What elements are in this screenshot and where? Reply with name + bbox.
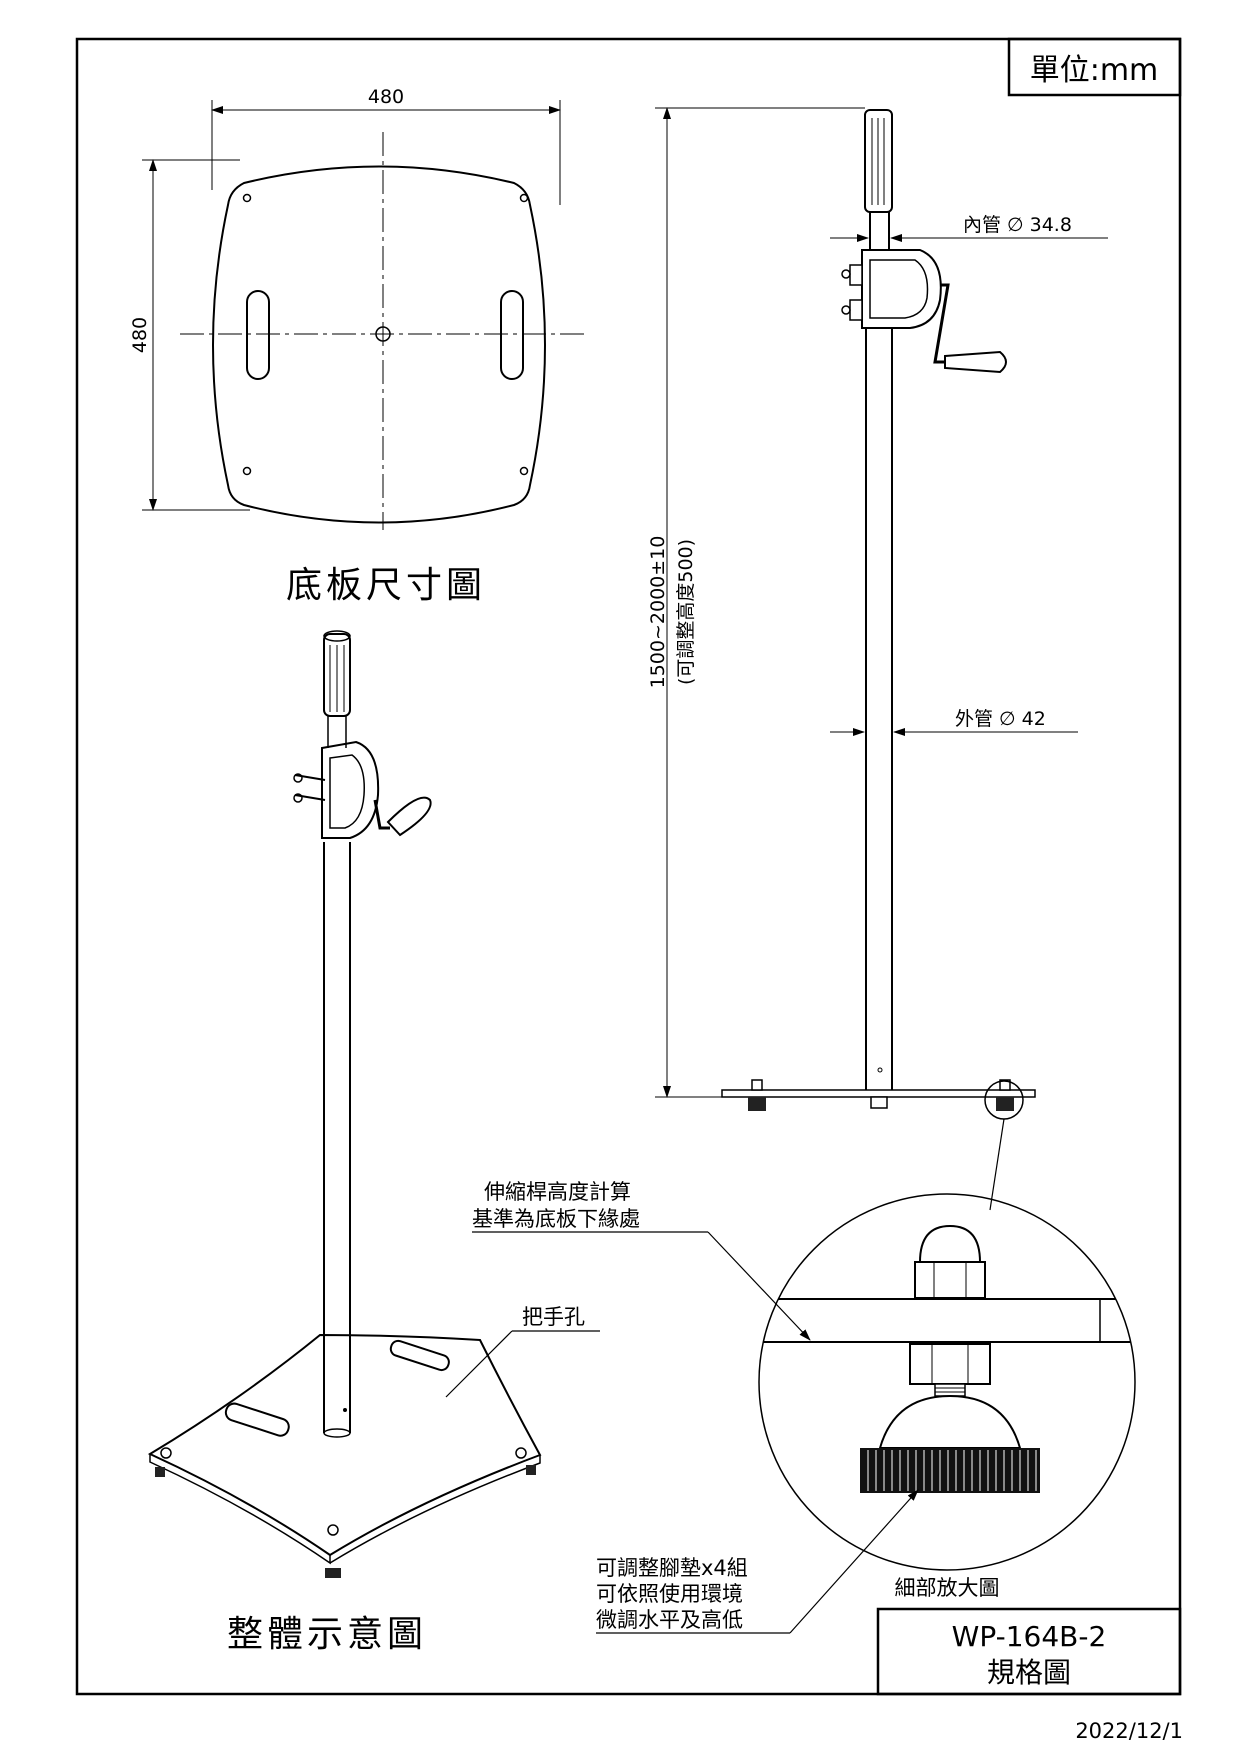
unit-label: 單位:mm [1030, 53, 1159, 88]
overall-title: 整體示意圖 [227, 1614, 427, 1655]
adjustable-feet-callout: 可調整腳墊x4組 可依照使用環境 微調水平及高低 [596, 1489, 919, 1634]
perspective-slot-back [389, 1339, 450, 1372]
height-reference-callout: 伸縮桿高度計算 基準為底板下緣處 [472, 1180, 811, 1341]
drawing-border [75, 37, 1182, 1696]
overall-perspective-view: 整體示意圖 [147, 630, 542, 1655]
detail-circle [758, 1193, 1136, 1571]
feet-note-line3: 微調水平及高低 [596, 1608, 743, 1632]
side-elevation-view: 1500~2000±10 (可調整高度500) 內管 ∅ 34.8 外管 ∅ 4… [647, 107, 1108, 1211]
perspective-clamp [321, 740, 380, 839]
center-hole [375, 326, 391, 342]
model-number: WP-164B-2 [952, 1620, 1107, 1653]
width-dimension: 480 [368, 86, 404, 108]
height-reference-line1: 伸縮桿高度計算 [484, 1180, 631, 1204]
title-block: WP-164B-2 規格圖 [876, 1607, 1182, 1696]
handle-hole-callout: 把手孔 [445, 1305, 600, 1398]
handle-slot-right [500, 290, 524, 380]
inner-tube-diameter: 內管 ∅ 34.8 [963, 214, 1072, 236]
perspective-slot-front [224, 1402, 290, 1437]
detail-enlargement: 細部放大圖 [758, 1193, 1136, 1600]
baseplate-top-view: 480 480 底板尺寸圖 [129, 86, 588, 606]
feet-note-line1: 可調整腳墊x4組 [596, 1556, 748, 1580]
baseplate-title: 底板尺寸圖 [286, 565, 486, 606]
drawing-name: 規格圖 [987, 1656, 1071, 1689]
baseplate-outline [212, 165, 546, 524]
corner-hole [242, 466, 252, 476]
corner-hole [519, 193, 529, 203]
handle-slot-left [246, 290, 270, 380]
side-crank-grip [944, 350, 1007, 374]
corner-hole [242, 193, 252, 203]
perspective-crank-grip [386, 796, 432, 837]
perspective-base [147, 1333, 542, 1557]
overall-height-dimension: 1500~2000±10 [647, 536, 669, 689]
corner-hole [519, 466, 529, 476]
height-reference-line2: 基準為底板下緣處 [472, 1207, 640, 1231]
height-dimension: 480 [129, 317, 151, 353]
drawing-date: 2022/12/1 [1075, 1719, 1183, 1743]
handle-hole-label: 把手孔 [522, 1305, 585, 1329]
unit-box: 單位:mm [1007, 37, 1182, 97]
feet-note-line2: 可依照使用環境 [596, 1582, 743, 1606]
outer-tube-diameter: 外管 ∅ 42 [955, 708, 1046, 730]
knurled-foot [860, 1448, 1040, 1493]
side-clamp [861, 249, 942, 329]
detail-label: 細部放大圖 [895, 1576, 1000, 1600]
adjustable-height-note: (可調整高度500) [675, 539, 697, 685]
